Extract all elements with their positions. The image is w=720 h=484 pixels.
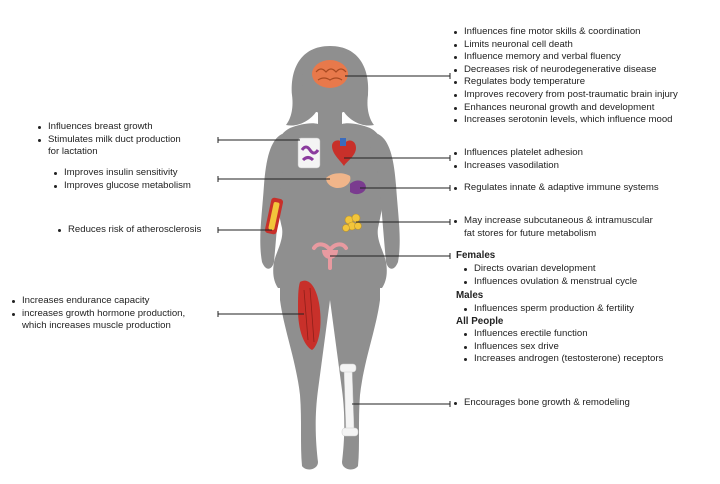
all-people-heading: All People bbox=[456, 316, 504, 327]
pancreas-effect: Improves insulin sensitivity bbox=[52, 167, 191, 180]
all-people-effect: Increases androgen (testosterone) recept… bbox=[452, 353, 663, 366]
breast-effects-list: Influences breast growth Stimulates milk… bbox=[36, 121, 181, 159]
brain-icon bbox=[312, 60, 348, 88]
spleen-effect: Regulates innate & adaptive immune syste… bbox=[452, 182, 659, 195]
spleen-effects-list: Regulates innate & adaptive immune syste… bbox=[452, 182, 659, 195]
artery-icon bbox=[264, 197, 284, 235]
muscle-icon bbox=[298, 280, 321, 350]
breast-effect: Influences breast growth bbox=[36, 121, 181, 134]
brain-effect: Limits neuronal cell death bbox=[452, 39, 678, 52]
artery-effect: Reduces risk of atherosclerosis bbox=[56, 224, 201, 237]
breast-tissue-icon bbox=[297, 137, 321, 169]
heart-effects-list: Influences platelet adhesion Increases v… bbox=[452, 147, 583, 172]
males-effect: Influences sperm production & fertility bbox=[452, 303, 634, 316]
heart-effect: Influences platelet adhesion bbox=[452, 147, 583, 160]
bone-effect: Encourages bone growth & remodeling bbox=[452, 397, 630, 410]
brain-effect: Enhances neuronal growth and development bbox=[452, 102, 678, 115]
pancreas-effects-list: Improves insulin sensitivity Improves gl… bbox=[52, 167, 191, 192]
fat-cells-icon bbox=[342, 213, 362, 232]
females-effect: Influences ovulation & menstrual cycle bbox=[452, 276, 637, 289]
heart-icon bbox=[332, 138, 356, 166]
artery-effects-list: Reduces risk of atherosclerosis bbox=[56, 224, 201, 237]
males-heading: Males bbox=[456, 290, 484, 301]
spleen-icon bbox=[350, 180, 366, 195]
fat-effect: May increase subcutaneous & intramuscula… bbox=[452, 215, 653, 228]
muscle-effects-list: Increases endurance capacity increases g… bbox=[10, 295, 185, 333]
bone-effects-list: Encourages bone growth & remodeling bbox=[452, 397, 630, 410]
all-people-effects-list: Influences erectile function Influences … bbox=[452, 328, 663, 366]
right-arm bbox=[368, 134, 400, 269]
right-leg bbox=[330, 280, 380, 470]
brain-effects-list: Influences fine motor skills & coordinat… bbox=[452, 26, 678, 127]
breast-effect: Stimulates milk duct production bbox=[36, 134, 181, 147]
brain-effect: Decreases risk of neurodegenerative dise… bbox=[452, 64, 678, 77]
neck bbox=[318, 108, 342, 128]
connector-lines bbox=[217, 73, 451, 407]
all-people-effect: Influences sex drive bbox=[452, 341, 663, 354]
bone-icon bbox=[339, 363, 359, 437]
males-effects-list: Influences sperm production & fertility bbox=[452, 303, 634, 316]
all-people-effect: Influences erectile function bbox=[452, 328, 663, 341]
fat-effect-continued: fat stores for future metabolism bbox=[464, 227, 597, 239]
pancreas-icon bbox=[326, 173, 351, 188]
pancreas-effect: Improves glucose metabolism bbox=[52, 180, 191, 193]
muscle-effect-continued: which increases muscle production bbox=[22, 320, 171, 332]
brain-effect: Increases serotonin levels, which influe… bbox=[452, 114, 678, 127]
fat-effects-list: May increase subcutaneous & intramuscula… bbox=[452, 215, 653, 240]
breast-effect-continued: for lactation bbox=[48, 146, 98, 158]
heart-effect: Increases vasodilation bbox=[452, 160, 583, 173]
females-heading: Females bbox=[456, 250, 496, 261]
uterus-icon bbox=[312, 242, 348, 270]
females-effect: Directs ovarian development bbox=[452, 263, 637, 276]
muscle-effect: Increases endurance capacity bbox=[10, 295, 185, 308]
muscle-effect: increases growth hormone production, bbox=[10, 308, 185, 321]
brain-effect: Influences fine motor skills & coordinat… bbox=[452, 26, 678, 39]
brain-effect: Regulates body temperature bbox=[452, 76, 678, 89]
brain-effect: Improves recovery from post-traumatic br… bbox=[452, 89, 678, 102]
brain-effect: Influence memory and verbal fluency bbox=[452, 51, 678, 64]
females-effects-list: Directs ovarian development Influences o… bbox=[452, 263, 637, 288]
